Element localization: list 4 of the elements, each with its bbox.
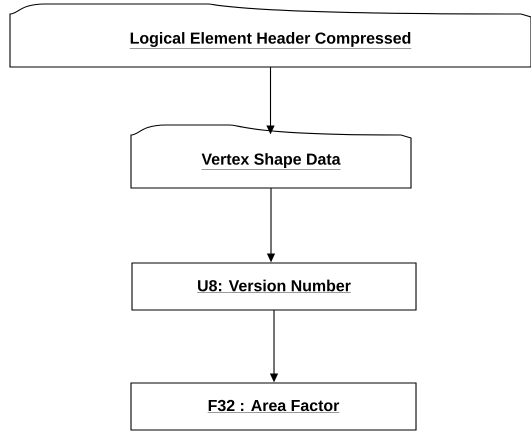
process-box: U8: Version Number xyxy=(131,262,417,311)
folder-box: Logical Element Header Compressed xyxy=(9,3,531,68)
process-box: F32 : Area Factor xyxy=(130,382,417,431)
folder-box: Vertex Shape Data xyxy=(130,124,412,189)
